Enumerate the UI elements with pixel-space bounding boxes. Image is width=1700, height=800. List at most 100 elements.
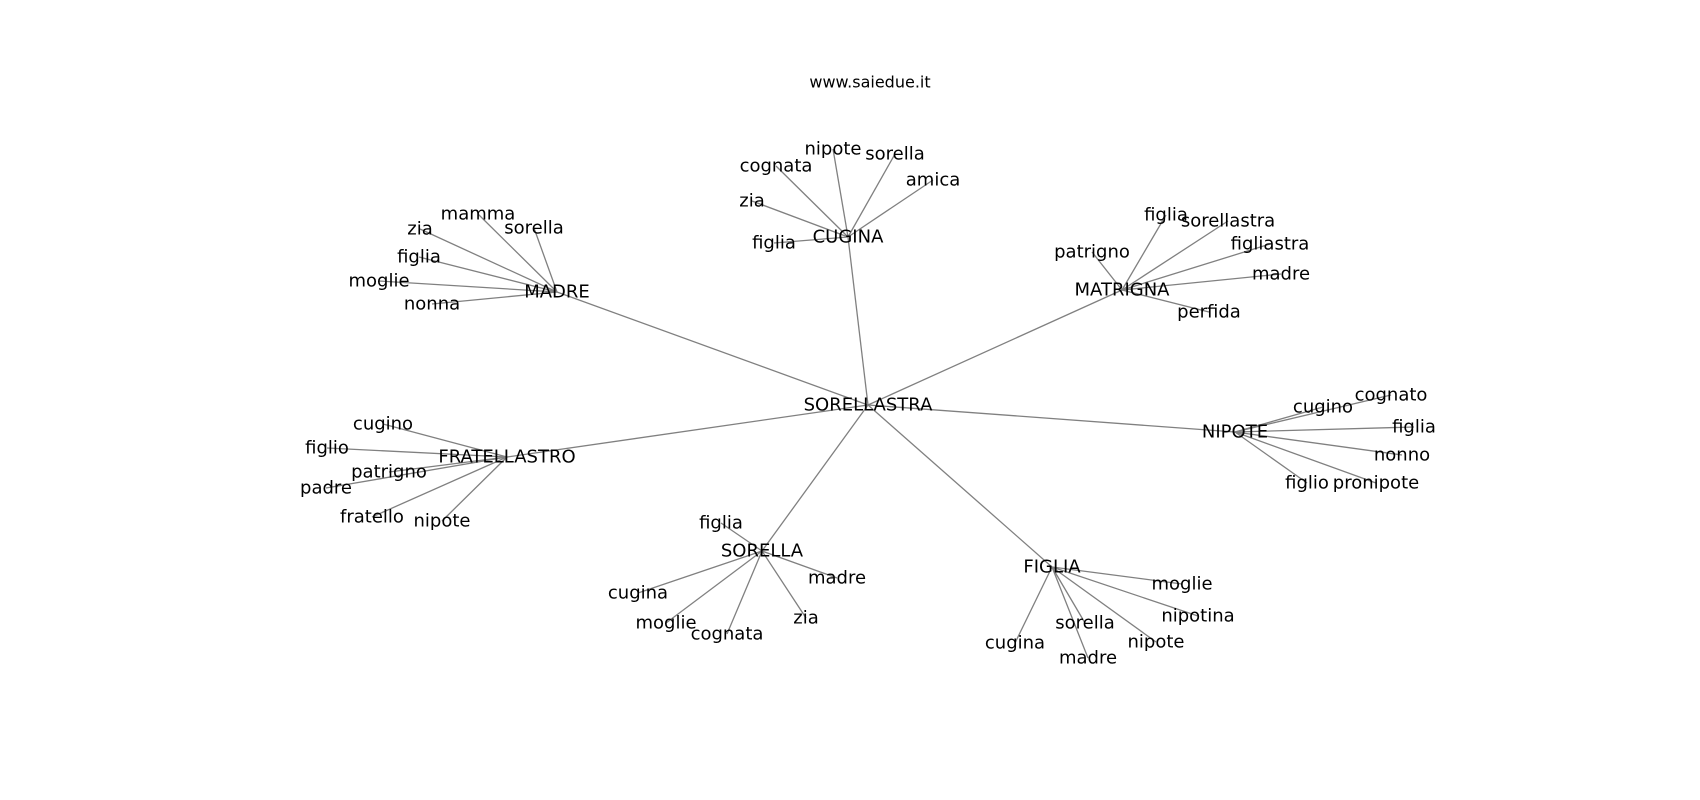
leaf-node-figlio: figlio bbox=[1285, 473, 1329, 494]
edge-matrigna-figlia bbox=[1121, 214, 1167, 291]
leaf-node-perfida: perfida bbox=[1177, 302, 1241, 323]
edge-figlia-madre bbox=[1051, 566, 1089, 659]
edge-cugina-zia bbox=[751, 200, 849, 238]
leaf-node-sorellastra: sorellastra bbox=[1181, 211, 1275, 232]
leaf-node-nipote: nipote bbox=[1128, 632, 1185, 653]
edge-sorella-cugina bbox=[637, 550, 763, 594]
edge-madre-nonna bbox=[431, 291, 558, 305]
edge-sorella-cognata bbox=[726, 550, 763, 635]
leaf-node-moglie: moglie bbox=[635, 613, 696, 634]
edge-nipote-cugino bbox=[1234, 406, 1324, 433]
edge-sorella-moglie bbox=[665, 550, 763, 624]
leaf-node-madre: madre bbox=[808, 568, 866, 589]
hub-node-matrigna: MATRIGNA bbox=[1075, 280, 1171, 301]
edge-center-fratellastro bbox=[506, 404, 869, 458]
edge-cugina-cognata bbox=[775, 165, 849, 238]
leaf-node-cognato: cognato bbox=[1355, 385, 1428, 406]
leaf-node-moglie: moglie bbox=[348, 271, 409, 292]
leaf-node-nipote: nipote bbox=[414, 511, 471, 532]
hub-node-madre: MADRE bbox=[524, 282, 590, 303]
edge-matrigna-sorellastra bbox=[1121, 220, 1229, 291]
leaf-node-figlia: figlia bbox=[1392, 417, 1436, 438]
leaf-node-amica: amica bbox=[906, 170, 961, 191]
edge-fratellastro-nipote bbox=[441, 456, 508, 522]
leaf-node-nipote: nipote bbox=[805, 139, 862, 160]
hub-node-fratellastro: FRATELLASTRO bbox=[438, 447, 575, 468]
edge-figlia-sorella bbox=[1051, 566, 1086, 624]
hub-node-sorella: SORELLA bbox=[721, 541, 804, 562]
edge-sorella-zia bbox=[761, 550, 807, 619]
edge-figlia-cugina bbox=[1014, 566, 1053, 644]
leaf-node-figliastra: figliastra bbox=[1231, 234, 1310, 255]
leaf-node-cugina: cugina bbox=[608, 583, 668, 604]
leaf-node-cognata: cognata bbox=[691, 624, 764, 645]
edge-cugina-figlia bbox=[773, 236, 849, 244]
edge-fratellastro-fratello bbox=[371, 456, 508, 518]
hub-node-cugina: CUGINA bbox=[813, 227, 884, 248]
leaf-node-sorella: sorella bbox=[504, 218, 564, 239]
leaf-node-pronipote: pronipote bbox=[1333, 473, 1419, 494]
edge-matrigna-figliastra bbox=[1121, 243, 1271, 291]
leaf-node-mamma: mamma bbox=[441, 204, 516, 225]
leaf-node-zia: zia bbox=[407, 219, 432, 240]
leaf-node-cognata: cognata bbox=[740, 156, 813, 177]
site-watermark: www.saiedue.it bbox=[809, 73, 930, 92]
leaf-node-figlio: figlio bbox=[305, 438, 349, 459]
leaf-node-figlia: figlia bbox=[1144, 205, 1188, 226]
edge-center-figlia bbox=[867, 404, 1053, 568]
leaf-node-zia: zia bbox=[739, 191, 764, 212]
edge-sorella-madre bbox=[761, 550, 838, 579]
hub-node-nipote: NIPOTE bbox=[1202, 422, 1268, 443]
leaf-node-sorella: sorella bbox=[1055, 613, 1115, 634]
edge-madre-sorella bbox=[533, 227, 558, 293]
leaf-node-figlia: figlia bbox=[699, 513, 743, 534]
edge-nipote-figlia bbox=[1234, 426, 1415, 433]
edge-madre-mamma bbox=[477, 213, 558, 293]
edge-madre-figlia bbox=[418, 256, 558, 293]
leaf-node-nipotina: nipotina bbox=[1161, 606, 1234, 627]
graph-edges bbox=[325, 148, 1415, 659]
edge-cugina-nipote bbox=[832, 148, 849, 238]
leaf-node-sorella: sorella bbox=[865, 144, 925, 165]
edge-matrigna-madre bbox=[1121, 273, 1282, 291]
edge-center-cugina bbox=[847, 236, 869, 406]
leaf-node-figlia: figlia bbox=[397, 247, 441, 268]
edge-figlia-nipote bbox=[1051, 566, 1157, 643]
leaf-node-zia: zia bbox=[793, 608, 818, 629]
edge-sorella-figlia bbox=[720, 522, 763, 552]
leaf-node-nonna: nonna bbox=[404, 294, 460, 315]
edge-figlia-nipotina bbox=[1051, 566, 1199, 617]
edge-nipote-pronipote bbox=[1234, 431, 1377, 484]
leaf-node-patrigno: patrigno bbox=[351, 462, 427, 483]
edge-matrigna-perfida bbox=[1121, 289, 1210, 313]
leaf-node-madre: madre bbox=[1059, 648, 1117, 669]
leaf-node-figlia: figlia bbox=[752, 233, 796, 254]
edge-figlia-moglie bbox=[1051, 566, 1183, 585]
center-node: SORELLASTRA bbox=[804, 395, 933, 416]
hub-node-figlia: FIGLIA bbox=[1023, 557, 1081, 578]
leaf-node-cugino: cugino bbox=[1293, 397, 1353, 418]
leaf-node-padre: padre bbox=[300, 478, 352, 499]
leaf-node-cugina: cugina bbox=[985, 633, 1045, 654]
leaf-node-fratello: fratello bbox=[340, 507, 404, 528]
edge-center-sorella bbox=[761, 404, 869, 552]
leaf-node-moglie: moglie bbox=[1151, 574, 1212, 595]
edge-cugina-sorella bbox=[847, 153, 896, 238]
edge-fratellastro-figlio bbox=[326, 447, 508, 458]
edge-center-nipote bbox=[867, 404, 1236, 433]
edge-center-madre bbox=[556, 291, 869, 406]
leaf-node-madre: madre bbox=[1252, 264, 1310, 285]
edge-matrigna-patrigno bbox=[1091, 251, 1123, 291]
leaf-node-patrigno: patrigno bbox=[1054, 242, 1130, 263]
edge-nipote-cognato bbox=[1234, 394, 1392, 433]
edge-fratellastro-padre bbox=[325, 456, 508, 489]
edge-nipote-figlio bbox=[1234, 431, 1308, 484]
edge-madre-zia bbox=[419, 228, 558, 293]
leaf-node-cugino: cugino bbox=[353, 414, 413, 435]
edge-center-matrigna bbox=[867, 289, 1123, 406]
leaf-node-nonno: nonno bbox=[1374, 445, 1430, 466]
edge-fratellastro-patrigno bbox=[388, 456, 508, 473]
edge-nipote-nonno bbox=[1234, 431, 1403, 456]
